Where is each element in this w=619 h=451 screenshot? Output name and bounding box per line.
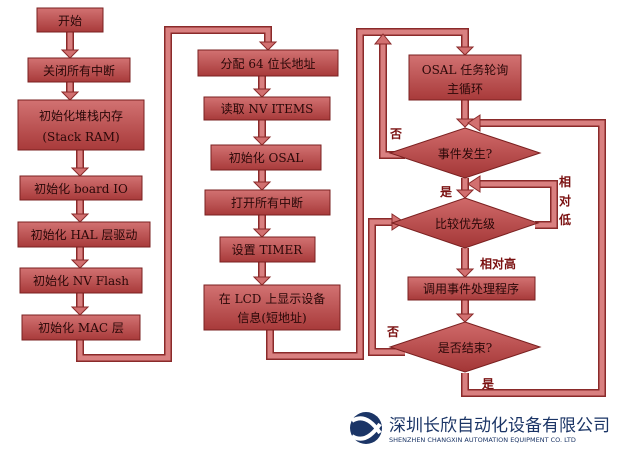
- priority-low-label-1: 相: [559, 174, 571, 189]
- arrowhead: [60, 49, 80, 59]
- company-logo: 深圳长欣自动化设备有限公司 SHENZHEN CHANGXIN AUTOMATI…: [350, 412, 610, 444]
- priority-decision-label: 比较优先级: [435, 216, 495, 231]
- init-hal-label: 初始化 HAL 层驱动: [31, 228, 138, 242]
- priority-low-label-2: 对: [559, 193, 571, 208]
- init-osal-label: 初始化 OSAL: [229, 151, 304, 165]
- init-stack-label: 初始化堆栈内存: [39, 108, 123, 123]
- start-box: [36, 7, 104, 33]
- init-column-2: 分配 64 位长地址 读取 NV ITEMS 初始化 OSAL 打开所有中断 设…: [197, 49, 341, 331]
- enable-interrupts-label: 打开所有中断: [231, 195, 303, 210]
- start-label: 开始: [58, 14, 82, 28]
- main-loop-column: OSAL 任务轮询 主循环 事件发生? 比较优先级 调用事件处理程序 是否结束?…: [386, 54, 571, 391]
- init-osal-box: [210, 144, 322, 171]
- set-timer-label: 设置 TIMER: [232, 243, 304, 257]
- init-nv-label: 初始化 NV Flash: [33, 274, 129, 288]
- end-decision-label: 是否结束?: [438, 341, 492, 355]
- lcd-display-sub-label: 信息(短地址): [237, 310, 306, 325]
- init-hal-box: [17, 221, 151, 248]
- event-no-label: 否: [389, 127, 402, 141]
- init-column-1: 开始 关闭所有中断 初始化堆栈内存 (Stack RAM) 初始化 board …: [17, 7, 151, 341]
- osal-loop-label: OSAL 任务轮询: [422, 62, 509, 77]
- init-board-box: [19, 175, 143, 201]
- osal-loop-box: [408, 54, 522, 101]
- osal-loop-sub-label: 主循环: [447, 82, 483, 96]
- enable-interrupts-box: [204, 189, 331, 216]
- init-stack-sub-label: (Stack RAM): [42, 130, 119, 144]
- disable-interrupts-label: 关闭所有中断: [43, 63, 115, 78]
- handler-label: 调用事件处理程序: [423, 281, 519, 296]
- alloc-address-box: [197, 49, 339, 77]
- lcd-display-box: [203, 284, 341, 331]
- lcd-display-label: 在 LCD 上显示设备: [219, 292, 325, 306]
- init-nv-box: [19, 267, 143, 294]
- event-decision-label: 事件发生?: [438, 146, 492, 161]
- set-timer-box: [219, 236, 316, 263]
- read-nv-label: 读取 NV ITEMS: [221, 102, 314, 116]
- end-decision-diamond: [388, 321, 542, 373]
- read-nv-box: [203, 96, 331, 121]
- company-name-cn: 深圳长欣自动化设备有限公司: [389, 416, 610, 436]
- event-decision-diamond: [388, 127, 542, 179]
- connectors: [60, 26, 606, 397]
- init-mac-box: [21, 314, 141, 341]
- priority-high-label: 相对高: [480, 256, 516, 271]
- handler-box: [407, 276, 536, 301]
- end-yes-label: 是: [481, 377, 495, 391]
- company-name-en: SHENZHEN CHANGXIN AUTOMATION EQUIPMENT C…: [389, 436, 576, 444]
- end-no-label: 否: [386, 325, 399, 339]
- alloc-address-label: 分配 64 位长地址: [221, 56, 316, 71]
- priority-decision-diamond: [390, 197, 540, 249]
- disable-interrupts-box: [27, 57, 131, 83]
- priority-low-label-3: 低: [558, 212, 571, 227]
- init-stack-box: [17, 99, 145, 151]
- init-board-label: 初始化 board IO: [34, 182, 128, 196]
- event-yes-label: 是: [439, 185, 453, 199]
- init-mac-label: 初始化 MAC 层: [38, 321, 124, 335]
